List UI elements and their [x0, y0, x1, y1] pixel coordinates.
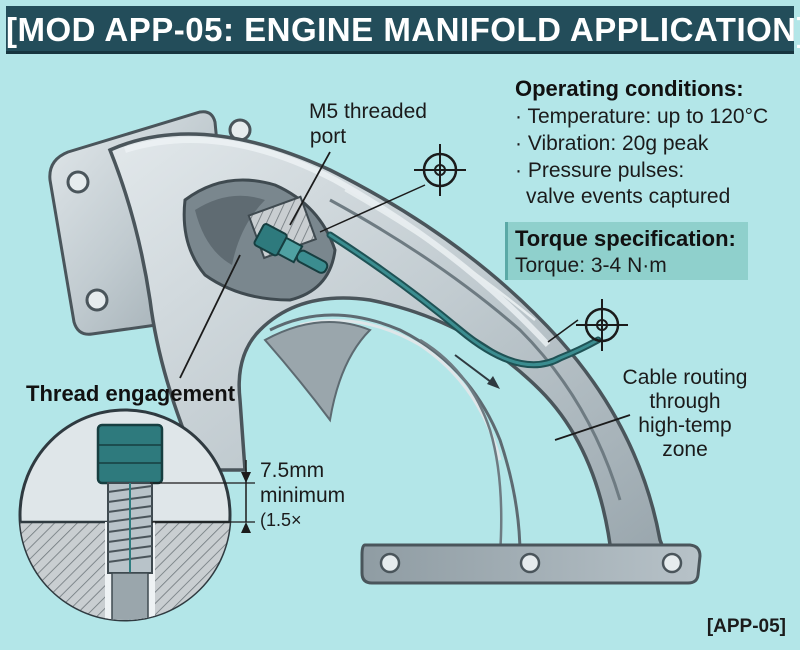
outlet-flange — [360, 543, 702, 585]
thread-leader — [179, 254, 241, 379]
port-leader — [289, 151, 331, 226]
port-label-line2: port — [309, 125, 347, 148]
cable-label-line1: Cable routing — [622, 366, 748, 389]
port-label-line1: M5 threaded — [309, 100, 427, 123]
thread-engagement-heading: Thread engagement — [26, 381, 236, 406]
bolt-hole — [519, 552, 541, 574]
flow-arrow — [454, 354, 496, 386]
thread-depth-minimum: minimum — [260, 484, 346, 507]
operating-conditions-heading: Operating conditions: — [515, 76, 744, 101]
cable-label-line4: zone — [662, 438, 708, 461]
bolt-hole — [379, 552, 401, 574]
condition-pressure: · Pressure pulses: — [515, 159, 685, 182]
condition-temperature: · Temperature: up to 120°C — [515, 105, 769, 128]
cable-label-line2: through — [649, 390, 721, 413]
crosshair-icon — [576, 299, 628, 351]
cable-label-line3: high-temp — [638, 414, 732, 437]
condition-vibration: · Vibration: 20g peak — [515, 132, 709, 155]
bolt-hole — [85, 288, 109, 312]
thread-depth-ratio: (1.5× — [260, 510, 302, 530]
torque-heading: Torque specification: — [515, 226, 736, 251]
condition-pressure-detail: valve events captured — [526, 185, 731, 208]
bolt-hole — [661, 552, 683, 574]
crosshair-leader — [319, 184, 426, 233]
figure-reference: [APP-05] — [706, 616, 786, 637]
thread-depth-value: 7.5mm — [260, 459, 325, 482]
torque-spec-box — [505, 222, 748, 280]
thread-detail-view — [18, 408, 255, 622]
bolt-hole — [66, 170, 90, 194]
title-banner: [MOD APP-05: ENGINE MANIFOLD APPLICATION… — [6, 6, 800, 54]
pressure-sensor — [253, 223, 602, 369]
crosshair-icon — [414, 144, 466, 196]
torque-value: Torque: 3-4 N·m — [515, 254, 667, 277]
cable-leader — [554, 414, 631, 441]
page-title: [MOD APP-05: ENGINE MANIFOLD APPLICATION… — [6, 11, 800, 48]
